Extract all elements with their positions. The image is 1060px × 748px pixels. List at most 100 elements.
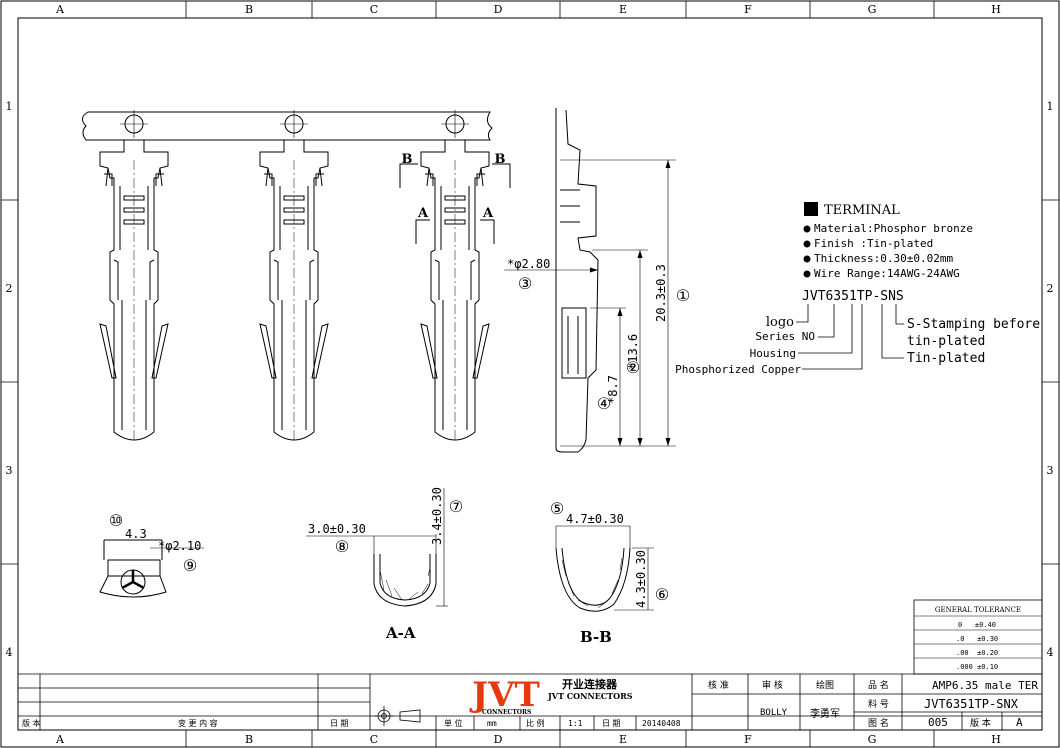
col-label-bottom: F — [744, 733, 752, 746]
tolerance-row: .0 ±0.30 — [956, 635, 998, 643]
col-label-top: H — [991, 3, 1001, 16]
bullet-icon — [803, 225, 811, 233]
section-letter-a-left: A — [417, 206, 429, 221]
balloons: ① ② ③ ④ ⑤ ⑥ ⑦ ⑧ ⑨ ⑩ — [109, 274, 690, 604]
projection-symbol — [374, 706, 421, 726]
spec-block: TERMINAL Material:Phosphor bronze Finish… — [803, 202, 973, 280]
section-a-a-label: A-A — [385, 624, 416, 642]
logo-cn-brand: 开业连接器 — [562, 677, 618, 691]
center-lines — [133, 160, 456, 442]
tolerance-row: .000 ±0.10 — [956, 663, 998, 671]
side-view-dimensions — [504, 159, 676, 447]
bullet-icon — [803, 255, 811, 263]
part-number: JVT6351TP-SNX — [924, 697, 1019, 711]
title-block — [18, 673, 1042, 730]
change-label: 变 更 内 容 — [178, 718, 218, 728]
balloon-7: ⑦ — [449, 497, 463, 516]
balloon-10: ⑩ — [109, 511, 123, 530]
draw-value: 李勇军 — [810, 707, 840, 720]
section-letters: B B A A — [402, 152, 506, 221]
dim-9-text: *φ2.10 — [158, 539, 201, 553]
col-label-bottom: D — [494, 733, 503, 746]
dimension-arrows — [590, 160, 671, 446]
dim-6-text: 4.3±0.30 — [634, 550, 648, 608]
draw-label: 绘图 — [816, 679, 834, 691]
balloon-5: ⑤ — [550, 499, 564, 518]
terminal-side-view — [555, 108, 599, 453]
dim-4-text: *8.7 — [606, 375, 620, 404]
review-label: 审 核 — [762, 679, 783, 691]
bullet-icon — [803, 240, 811, 248]
balloon-3: ③ — [518, 274, 532, 293]
unit-value: mm — [487, 719, 497, 728]
dim-5-text: 4.7±0.30 — [566, 512, 624, 526]
carrier-strip — [82, 111, 493, 141]
drawing-number: 005 — [928, 716, 948, 729]
part-code: JVT6351TP-SNS — [802, 289, 904, 304]
end-view-text: 4.3 *φ2.10 — [125, 527, 201, 553]
balloon-8: ⑧ — [335, 537, 349, 556]
section-a-a-text: 3.0±0.30 3.4±0.30 A-A — [308, 487, 444, 642]
col-label-bottom: G — [868, 733, 877, 746]
scale-label: 比 例 — [526, 718, 545, 728]
dim-1-text: 20.3±0.3 — [654, 264, 668, 322]
col-label-bottom: H — [991, 733, 1001, 746]
tolerance-title: GENERAL TOLERANCE — [935, 606, 1021, 614]
title-block-text: 版 本 变 更 内 容 日 期 单 位 mm 比 例 1:1 日 期 20140… — [22, 679, 991, 729]
section-b-b-label: B-B — [580, 628, 612, 646]
check-label: 核 准 — [708, 679, 729, 691]
title-block-values: AMP6.35 male TER JVT6351TP-SNX 005 A — [924, 679, 1038, 729]
rev-label: 版 本 — [22, 718, 41, 728]
dim-2-text: *13.6 — [626, 334, 640, 370]
end-view — [99, 539, 204, 598]
date-label: 日 期 — [330, 719, 349, 728]
section-letter-a-right: A — [482, 206, 494, 221]
ver-label: 版 本 — [970, 717, 991, 729]
balloon-6: ⑥ — [655, 585, 669, 604]
dim-10-text: 4.3 — [125, 527, 147, 541]
row-label-right: 3 — [1047, 464, 1054, 477]
col-label-bottom: C — [370, 733, 378, 746]
product-name: AMP6.35 male TER — [932, 679, 1038, 692]
code-label-tin-plated-2: Tin-plated — [907, 351, 985, 366]
spec-line: Material:Phosphor bronze — [814, 222, 973, 235]
general-tolerance-box: GENERAL TOLERANCE 0 ±0.40 .0 ±0.30 .00 ±… — [913, 599, 1043, 675]
row-label-left: 2 — [6, 282, 13, 295]
col-label-bottom: B — [245, 733, 253, 746]
section-a-a — [306, 488, 448, 607]
dwg-label: 图 名 — [868, 717, 889, 729]
dim-3-text: *φ2.80 — [507, 257, 550, 271]
section-b-b-text: 4.7±0.30 4.3±0.30 B-B — [566, 512, 648, 646]
row-label-right: 2 — [1047, 282, 1054, 295]
dim-7-text: 3.4±0.30 — [430, 487, 444, 545]
balloon-2: ② — [626, 358, 640, 377]
code-label-copper: Phosphorized Copper — [675, 363, 801, 376]
dim-8-text: 3.0±0.30 — [308, 522, 366, 536]
code-label-tin-plated-1: tin-plated — [907, 334, 985, 349]
tolerance-row: .00 ±0.20 — [956, 649, 998, 657]
spec-line: Thickness:0.30±0.02mm — [814, 252, 953, 265]
section-b-b — [555, 525, 654, 612]
section-letter-b-right: B — [495, 152, 506, 167]
col-label-top: B — [245, 3, 253, 16]
side-view-dimension-text: 20.3±0.3 *13.6 *8.7 *φ2.80 — [507, 257, 668, 404]
balloon-9: ⑨ — [183, 556, 197, 575]
code-label-s-stamping: S-Stamping before — [907, 317, 1040, 332]
col-label-top: D — [494, 3, 503, 16]
unit-label: 单 位 — [444, 718, 463, 728]
zone-labels: A B C D E F G H A B C D E F G H 1 2 3 4 … — [6, 3, 1054, 746]
section-markers — [399, 163, 511, 244]
row-label-left: 4 — [6, 646, 13, 659]
col-label-top: F — [744, 3, 752, 16]
code-label-logo: logo — [766, 315, 794, 330]
row-label-right: 1 — [1047, 100, 1054, 113]
section-letter-b-left: B — [402, 152, 413, 167]
part-code-breakdown: JVT6351TP-SNS logo Series NO Housing Pho… — [675, 289, 1040, 376]
col-label-top: A — [55, 3, 65, 16]
code-label-housing: Housing — [750, 347, 796, 360]
logo-text: JVT — [469, 675, 540, 715]
col-label-bottom: A — [55, 733, 65, 746]
name-label: 品 名 — [868, 679, 889, 691]
